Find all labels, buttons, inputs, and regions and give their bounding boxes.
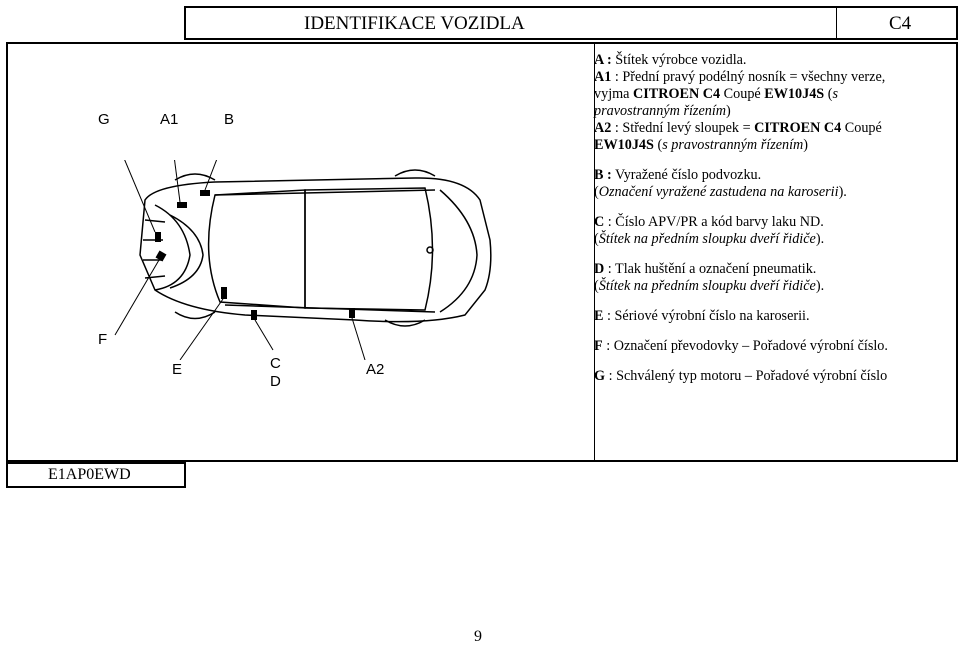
marker-c: [251, 310, 257, 320]
wheel-rear-top: [394, 169, 436, 177]
panel-divider: [594, 44, 595, 460]
label-a2: A2: [366, 361, 385, 378]
desc-b: B : Vyražené číslo podvozku.: [594, 167, 762, 183]
front-detail: [143, 219, 166, 279]
document-code-box: E1AP0EWD: [6, 462, 186, 488]
pointer-cd: [254, 319, 274, 351]
header-divider: [836, 8, 837, 38]
description-list: A : Štítek výrobce vozidla. A1 : Přední …: [594, 52, 954, 385]
bonnet-line-inner: [169, 214, 204, 289]
windscreen-outline: [207, 189, 306, 309]
pointer-a1: [174, 160, 181, 203]
car-body-outline: [139, 177, 492, 323]
wheel-front-bottom: [174, 311, 216, 320]
document-code: E1AP0EWD: [48, 466, 131, 483]
pointer-a2: [351, 317, 366, 360]
desc-g: G : Schválený typ motoru – Pořadové výro…: [594, 368, 888, 384]
desc-d-note: (Štítek na předním sloupku dveří řidiče)…: [594, 278, 825, 294]
desc-c-note: (Štítek na předním sloupku dveří řidiče)…: [594, 231, 825, 247]
content-panel: [6, 42, 958, 462]
page-number: 9: [474, 628, 482, 645]
wheel-rear-bottom: [384, 319, 426, 327]
pointer-f: [114, 259, 160, 336]
label-d: D: [270, 373, 281, 390]
marker-b: [200, 190, 210, 196]
pointer-g: [124, 160, 156, 233]
rear-outline: [439, 189, 478, 313]
car-diagram: [114, 160, 492, 360]
marker-g: [155, 232, 161, 242]
marker-a2: [349, 308, 355, 318]
label-c: C: [270, 355, 281, 372]
desc-a2: A2 : Střední levý sloupek = CITROEN C4 C…: [594, 120, 882, 153]
page-title: IDENTIFIKACE VOZIDLA: [304, 13, 525, 34]
fuel-cap: [426, 246, 434, 254]
label-e: E: [172, 361, 183, 378]
model-code: C4: [889, 13, 912, 34]
desc-e: E : Sériové výrobní číslo na karoserii.: [594, 308, 810, 324]
desc-b-note: (Označení vyražené zastudena na karoseri…: [594, 184, 847, 200]
label-b: B: [224, 111, 235, 128]
desc-d: D : Tlak huštění a označení pneumatik.: [594, 261, 817, 277]
label-g: G: [98, 111, 110, 128]
marker-a1: [177, 202, 187, 208]
marker-f: [155, 250, 167, 262]
label-a1: A1: [160, 111, 179, 128]
header-bar: IDENTIFIKACE VOZIDLA C4: [184, 6, 958, 40]
pointer-e: [179, 298, 224, 360]
door-line-bottom: [224, 304, 436, 313]
desc-f: F : Označení převodovky – Pořadové výrob…: [594, 338, 888, 354]
marker-e: [221, 287, 227, 299]
bonnet-line: [154, 204, 191, 291]
label-f: F: [98, 331, 108, 348]
door-line-top: [214, 189, 436, 196]
wheel-front-top: [174, 173, 216, 181]
roof-outline: [304, 187, 434, 311]
desc-c: C : Číslo APV/PR a kód barvy laku ND.: [594, 214, 824, 230]
desc-a: A : Štítek výrobce vozidla.: [594, 52, 747, 68]
desc-a1: A1 : Přední pravý podélný nosník = všech…: [594, 69, 886, 119]
pointer-b: [204, 160, 218, 191]
